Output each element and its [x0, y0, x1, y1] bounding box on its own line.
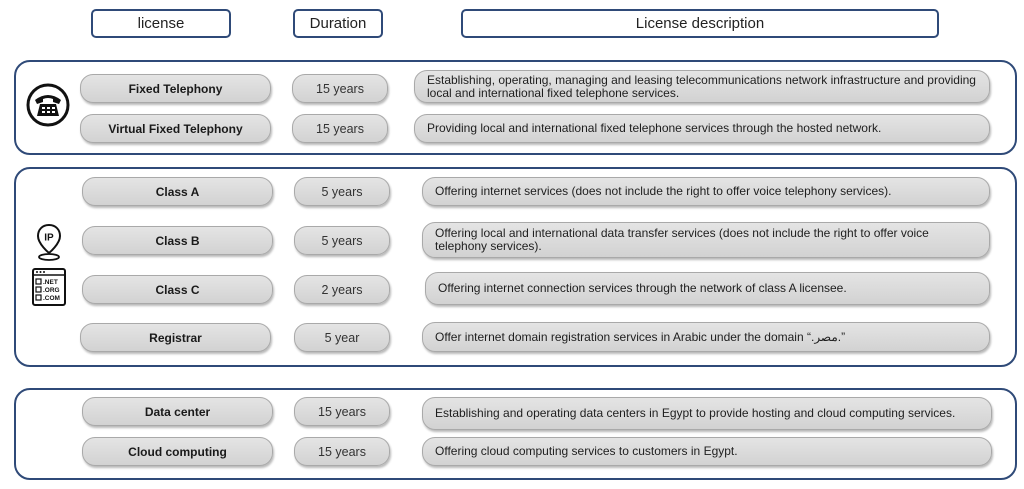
duration-label: 5 years [321, 184, 363, 199]
description-label: Offer internet domain registration servi… [435, 329, 846, 344]
description-label: Providing local and international fixed … [427, 121, 882, 135]
license-name-virtual-fixed-telephony: Virtual Fixed Telephony [80, 114, 271, 143]
description-class-a: Offering internet services (does not inc… [422, 177, 990, 206]
duration-registrar: 5 year [294, 323, 390, 352]
telephone-icon [26, 83, 70, 127]
domain-browser-icon: .NET .ORG .COM [32, 268, 66, 306]
duration-class-b: 5 years [294, 226, 390, 255]
ip-location-icon: IP [33, 222, 65, 262]
license-name-data-center: Data center [82, 397, 273, 426]
duration-label: 15 years [318, 444, 366, 459]
duration-fixed-telephony: 15 years [292, 74, 388, 103]
license-name-label: Virtual Fixed Telephony [108, 121, 243, 136]
description-registrar: Offer internet domain registration servi… [422, 322, 990, 352]
license-name-label: Class A [155, 184, 200, 199]
domain-icon-com: .COM [43, 295, 60, 302]
ip-icon-text: IP [44, 233, 54, 244]
license-name-label: Registrar [149, 330, 202, 345]
description-label: Establishing and operating data centers … [435, 406, 956, 420]
description-virtual-fixed-telephony: Providing local and international fixed … [414, 114, 990, 143]
header-description-label: License description [635, 15, 765, 32]
duration-class-c: 2 years [294, 275, 390, 304]
description-class-c: Offering internet connection services th… [425, 272, 990, 305]
duration-label: 2 years [321, 282, 363, 297]
license-name-class-b: Class B [82, 226, 273, 255]
description-label: Offering internet services (does not inc… [435, 184, 892, 198]
license-name-label: Cloud computing [128, 444, 227, 459]
header-duration-label: Duration [309, 15, 367, 32]
license-name-label: Class C [155, 282, 200, 297]
description-label: Offering local and international data tr… [435, 226, 929, 253]
duration-virtual-fixed-telephony: 15 years [292, 114, 388, 143]
duration-label: 5 years [321, 233, 363, 248]
license-name-fixed-telephony: Fixed Telephony [80, 74, 271, 103]
domain-icon-org: .ORG [43, 287, 60, 294]
description-cloud-computing: Offering cloud computing services to cus… [422, 437, 992, 466]
description-class-b: Offering local and international data tr… [422, 222, 990, 258]
description-label: Offering internet connection services th… [438, 281, 847, 295]
license-name-label: Data center [144, 404, 211, 419]
duration-cloud-computing: 15 years [294, 437, 390, 466]
description-data-center: Establishing and operating data centers … [422, 397, 992, 430]
domain-icon-net: .NET [43, 279, 58, 286]
header-license-label: license [137, 15, 185, 32]
header-license: license [91, 9, 231, 38]
header-description: License description [461, 9, 939, 38]
description-fixed-telephony: Establishing, operating, managing and le… [414, 70, 990, 103]
license-name-registrar: Registrar [80, 323, 271, 352]
license-name-label: Fixed Telephony [128, 81, 223, 96]
license-name-cloud-computing: Cloud computing [82, 437, 273, 466]
license-name-label: Class B [155, 233, 200, 248]
duration-label: 15 years [316, 81, 364, 96]
license-name-class-a: Class A [82, 177, 273, 206]
description-label: Offering cloud computing services to cus… [435, 444, 738, 458]
duration-label: 5 year [324, 330, 360, 345]
header-duration: Duration [293, 9, 383, 38]
duration-label: 15 years [316, 121, 364, 136]
duration-data-center: 15 years [294, 397, 390, 426]
duration-class-a: 5 years [294, 177, 390, 206]
license-name-class-c: Class C [82, 275, 273, 304]
duration-label: 15 years [318, 404, 366, 419]
description-label: Establishing, operating, managing and le… [427, 72, 976, 100]
